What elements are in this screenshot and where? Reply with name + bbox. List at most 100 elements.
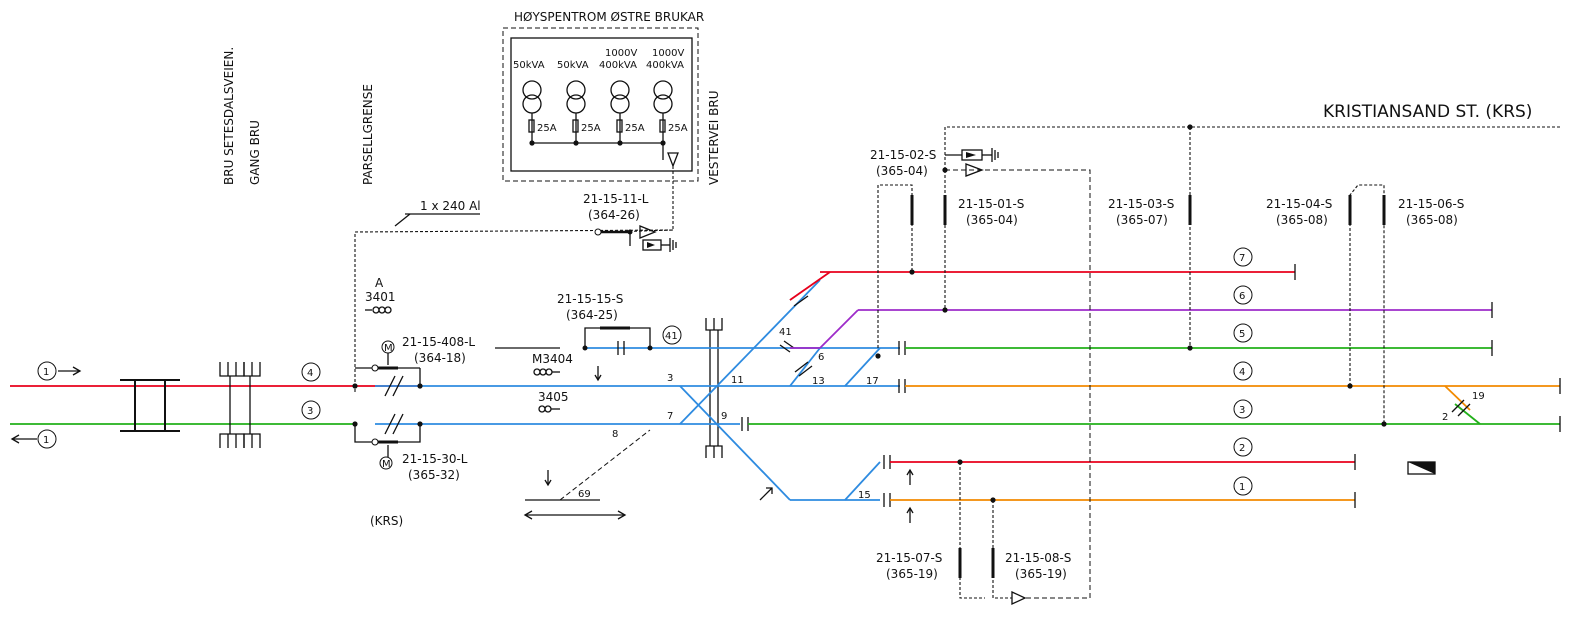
svg-text:2: 2 (1239, 443, 1245, 454)
transformer-voltage: 1000V (652, 48, 684, 59)
station-title: KRISTIANSAND ST. (KRS) (1323, 102, 1532, 122)
svg-text:M: M (384, 343, 393, 354)
svg-text:1: 1 (1239, 482, 1245, 493)
disconnector-21-15-408-L[interactable]: M 21-15-408-L (364-18) (352, 335, 475, 389)
track-1 (890, 492, 1356, 508)
blue-track-network (375, 279, 900, 501)
svg-text:11: 11 (731, 375, 744, 386)
track-5 (905, 340, 1493, 356)
switch-labels: 3 7 8 9 11 41 6 13 17 15 19 2 69 (578, 327, 1485, 501)
transformer-3: 1000V 400kVA 25A (599, 48, 645, 146)
svg-text:8: 8 (612, 429, 618, 440)
svg-text:15: 15 (858, 490, 871, 501)
disconnector-id: 21-15-07-S (876, 551, 942, 565)
left-track-label: 4 (307, 368, 313, 379)
disconnector-21-15-15-S[interactable]: 21-15-15-S (364-25) (495, 292, 653, 351)
svg-text:3: 3 (667, 373, 673, 384)
svg-text:6: 6 (818, 352, 824, 363)
track-4 (905, 378, 1561, 411)
signal-3401: A 3401 (365, 276, 396, 314)
disconnector-21-15-03-S[interactable]: 21-15-03-S (365-07) (1108, 195, 1192, 227)
cable-tick (394, 213, 411, 227)
disconnector-21-15-04-S[interactable]: 21-15-04-S (365-08) (1266, 184, 1385, 424)
disconnector-id: 21-15-15-S (557, 292, 623, 306)
bridge-left-label-1: BRU SETESDALSVEIEN. (222, 47, 236, 185)
svg-text:5: 5 (1239, 329, 1245, 340)
disconnector-id: 21-15-01-S (958, 197, 1024, 211)
substation-title: HØYSPENTROM ØSTRE BRUKAR (514, 10, 704, 24)
disconnector-21-15-07-S[interactable]: 21-15-07-S (365-19) (876, 459, 985, 599)
disconnector-21-15-06-S[interactable]: 21-15-06-S (365-08) (1381, 195, 1464, 427)
cable-label: 1 x 240 Al (420, 199, 481, 213)
disconnector-21-15-02-S[interactable]: 21-15-02-S (365-04) (870, 148, 936, 359)
bridge-left-label-2: GANG BRU (248, 120, 262, 185)
feeder-top (944, 126, 1560, 170)
substation-inner-frame (510, 37, 693, 172)
signal-3405: 3405 (538, 390, 569, 413)
entry-track-1: 1 1 (10, 361, 82, 449)
section-end-sign (1407, 461, 1436, 475)
svg-text:17: 17 (866, 376, 879, 387)
signal-m3404: M3404 (532, 352, 602, 382)
disconnector-ref: (365-32) (408, 468, 460, 482)
svg-text:2: 2 (1442, 412, 1448, 423)
fuse-label: 25A (581, 123, 601, 134)
disconnector-21-15-30-L[interactable]: M 21-15-30-L (365-32) (352, 421, 468, 482)
svg-text:7: 7 (667, 411, 673, 422)
track-6 (790, 302, 1493, 349)
disconnector-id: 21-15-08-S (1005, 551, 1071, 565)
disconnector-ref: (364-25) (566, 308, 618, 322)
svg-text:A: A (375, 276, 384, 290)
svg-text:1: 1 (43, 435, 49, 446)
disconnector-ref: (365-19) (1015, 567, 1067, 581)
svg-text:1: 1 (43, 367, 49, 378)
svg-text:4: 4 (1239, 367, 1245, 378)
footbridge-symbol (219, 362, 261, 448)
disconnector-21-15-01-S[interactable]: 21-15-01-S (365-04) (942, 148, 1024, 313)
disconnector-ref: (365-04) (966, 213, 1018, 227)
bridge-symbol (120, 379, 180, 432)
substation: HØYSPENTROM ØSTRE BRUKAR 50kVA 25A 50kVA… (502, 10, 704, 182)
left-track-label: 3 (307, 406, 313, 417)
disconnector-id: 21-15-04-S (1266, 197, 1332, 211)
svg-text:3405: 3405 (538, 390, 569, 404)
disconnector-ref: (364-26) (588, 208, 640, 222)
left-track-circle-4 (301, 362, 321, 382)
disconnector-ref: (365-04) (876, 164, 928, 178)
svg-text:7: 7 (1239, 253, 1245, 264)
transformer-rating: 400kVA (599, 60, 637, 71)
svg-text:M: M (382, 459, 391, 470)
svg-text:M3404: M3404 (532, 352, 573, 366)
return-feeder (945, 169, 1091, 599)
track-2 (890, 454, 1356, 470)
disconnector-id: 21-15-30-L (402, 452, 468, 466)
disconnector-21-15-08-S[interactable]: 21-15-08-S (365-19) (990, 497, 1071, 599)
svg-text:41: 41 (779, 327, 792, 338)
disconnector-id: 21-15-02-S (870, 148, 936, 162)
svg-text:19: 19 (1472, 391, 1485, 402)
disconnector-ref: (365-08) (1406, 213, 1458, 227)
left-track-circle-3 (301, 400, 321, 420)
svg-text:3401: 3401 (365, 290, 396, 304)
disconnector-id: 21-15-03-S (1108, 197, 1174, 211)
circle-41 (662, 325, 682, 345)
transformer-rating: 400kVA (646, 60, 684, 71)
disconnector-id: 21-15-11-L (583, 192, 649, 206)
disconnector-id: 21-15-408-L (402, 335, 475, 349)
transformer-2: 50kVA 25A (557, 60, 601, 146)
bridge-right-label: VESTERVEI BRU (707, 91, 721, 186)
parcel-label: PARSELLGRENSE (361, 84, 375, 185)
svg-text:3: 3 (1239, 405, 1245, 416)
substation-outer-frame (502, 27, 699, 182)
krs-label: (KRS) (370, 514, 403, 528)
disconnector-21-15-11-L[interactable]: 21-15-11-L (364-26) (583, 192, 677, 252)
fuse-label: 25A (668, 123, 688, 134)
svg-text:69: 69 (578, 489, 591, 500)
transformer-voltage: 1000V (605, 48, 637, 59)
transformer-1: 50kVA 25A (513, 60, 557, 146)
fuse-label: 25A (537, 123, 557, 134)
disconnector-ref: (364-18) (414, 351, 466, 365)
track-3 (748, 399, 1561, 432)
track-8-dashed (559, 429, 651, 501)
